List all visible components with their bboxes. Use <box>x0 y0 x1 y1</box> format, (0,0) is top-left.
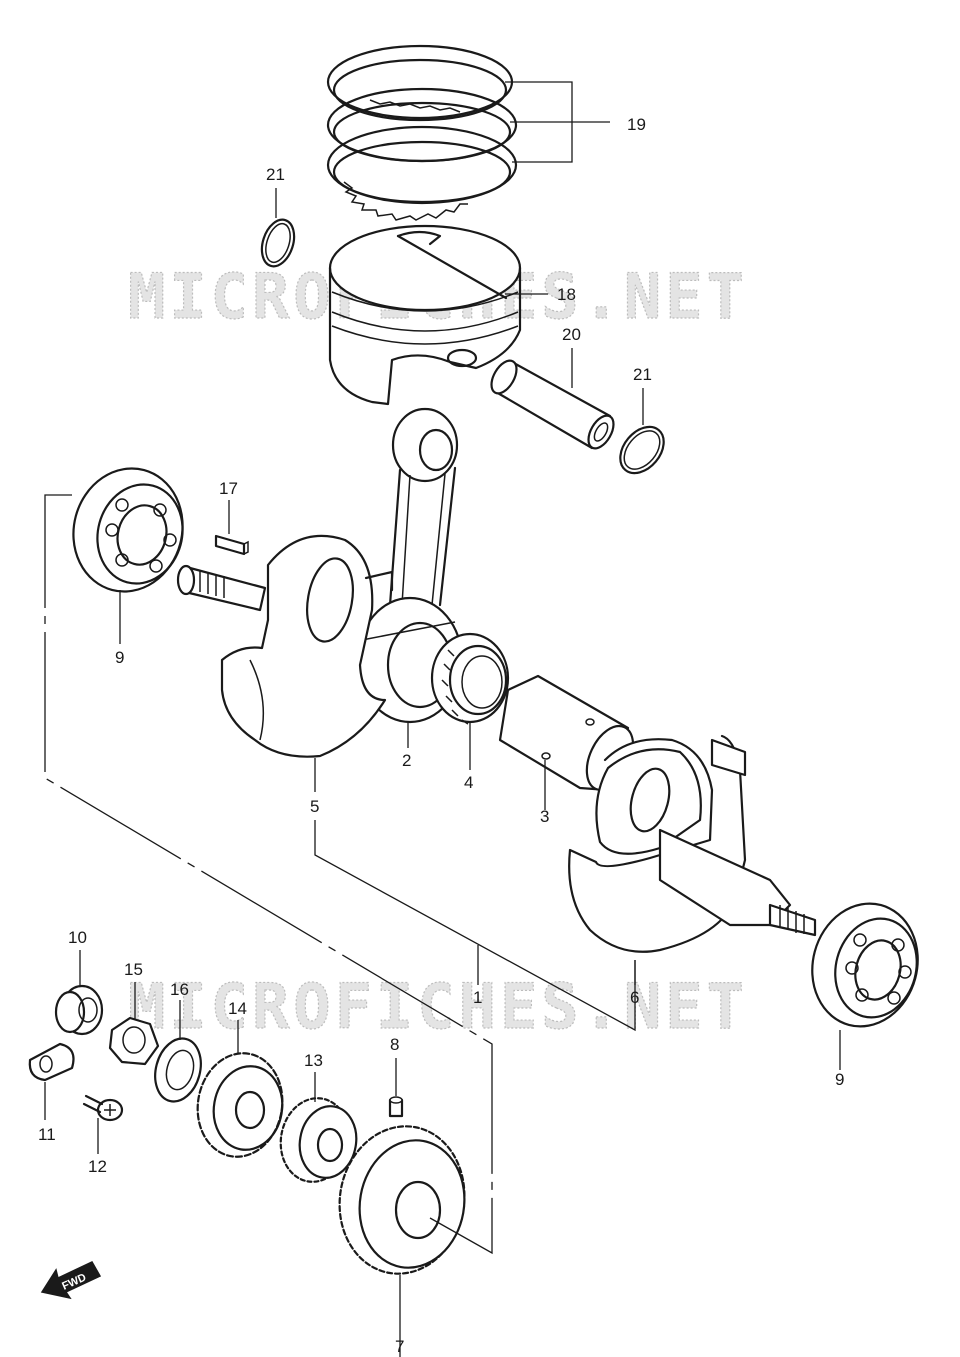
screw[interactable] <box>82 1094 124 1122</box>
callout-3: 3 <box>540 807 549 826</box>
callout-labels: 19 21 18 20 21 17 9 2 4 5 3 10 15 16 1 6… <box>38 115 844 1356</box>
lock-washer[interactable] <box>28 1042 75 1082</box>
gear-13[interactable] <box>274 1093 362 1188</box>
callout-7: 7 <box>395 1337 404 1356</box>
callout-8: 8 <box>390 1035 399 1054</box>
woodruff-key[interactable] <box>214 534 249 556</box>
crankshaft-right[interactable] <box>568 734 817 953</box>
bearing-left[interactable] <box>60 456 196 604</box>
callout-2: 2 <box>402 751 411 770</box>
piston-rings[interactable] <box>326 44 518 221</box>
callout-4: 4 <box>464 773 473 792</box>
callout-21-right: 21 <box>633 365 652 384</box>
callout-13: 13 <box>304 1051 323 1070</box>
callout-15: 15 <box>124 960 143 979</box>
fwd-arrow-icon: FWD <box>40 1261 102 1300</box>
callout-19: 19 <box>627 115 646 134</box>
callout-9-right: 9 <box>835 1070 844 1089</box>
leader-lines <box>44 81 841 1357</box>
callout-12: 12 <box>88 1157 107 1176</box>
callout-16: 16 <box>170 980 189 999</box>
callout-21-left: 21 <box>266 165 285 184</box>
crankshaft-left[interactable] <box>176 534 394 758</box>
bearing-right[interactable] <box>799 892 932 1039</box>
callout-14: 14 <box>228 999 247 1018</box>
bushing[interactable] <box>54 984 104 1036</box>
callout-11: 11 <box>38 1125 56 1144</box>
callout-20: 20 <box>562 325 581 344</box>
callout-1: 1 <box>473 988 482 1007</box>
callout-5: 5 <box>310 797 319 816</box>
circlip-right[interactable] <box>611 419 672 482</box>
drive-gear-small[interactable] <box>190 1046 291 1163</box>
washer[interactable] <box>148 1033 207 1106</box>
piston-pin[interactable] <box>486 356 618 452</box>
callout-18: 18 <box>557 285 576 304</box>
needle-bearing[interactable] <box>430 632 510 725</box>
primary-gear[interactable] <box>328 1116 476 1283</box>
callout-10: 10 <box>68 928 87 947</box>
callout-9-left: 9 <box>115 648 124 667</box>
nut[interactable] <box>108 1016 160 1066</box>
watermark-bottom: MICROFICHES.NET <box>128 970 748 1043</box>
callout-6: 6 <box>630 988 639 1007</box>
callout-17: 17 <box>219 479 238 498</box>
piston[interactable] <box>328 224 522 406</box>
dowel-pin[interactable] <box>388 1096 404 1118</box>
circlip-left[interactable] <box>256 216 299 271</box>
